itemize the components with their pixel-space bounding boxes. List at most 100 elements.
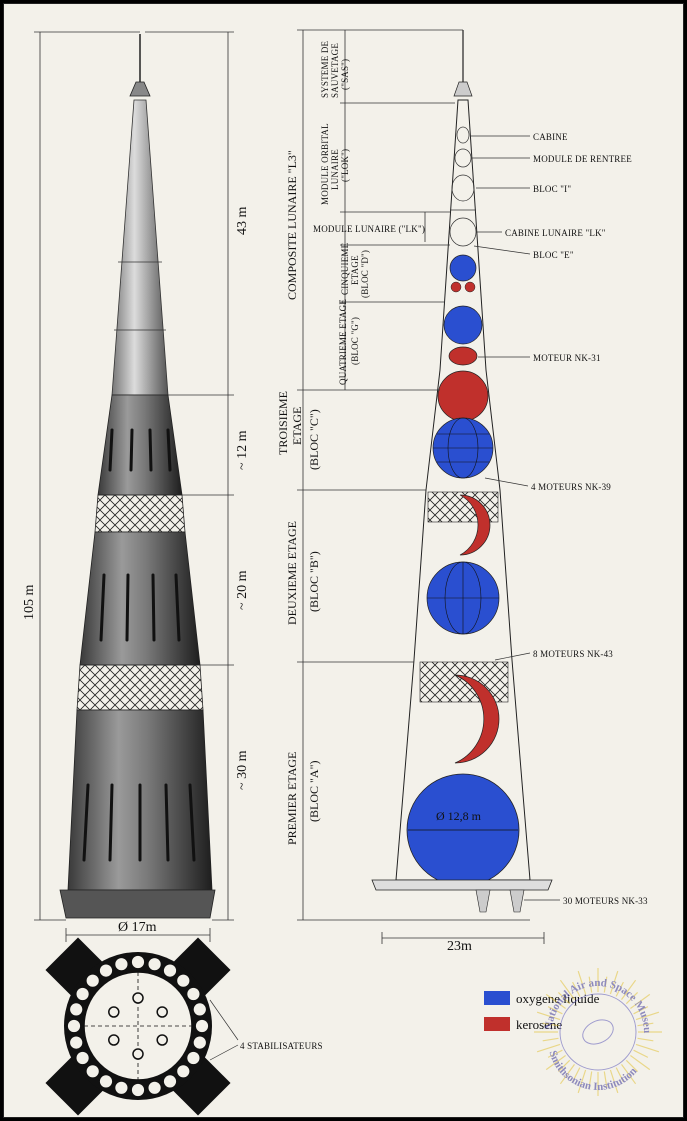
deuxieme-etage-label-1: DEUXIEME ETAGE: [285, 521, 299, 625]
cinquieme-etage-label-3: (BLOC "D"): [360, 250, 370, 298]
bloc-i-label: BLOC "I": [533, 184, 571, 194]
bloc-d-kerosene-tank-right: [464, 281, 476, 293]
moteur-nk31-label: MOTEUR NK-31: [533, 353, 601, 363]
module-lunaire-lk-label: MODULE LUNAIRE ("LK"): [313, 224, 425, 234]
escape-rocket-fins: [129, 81, 151, 97]
height-12m-label: ~ 12 m: [235, 430, 250, 470]
height-43m-label: 43 m: [235, 207, 250, 236]
moteurs-nk33-label: 30 MOTEURS NK-33: [563, 896, 648, 906]
sun-ray: [545, 993, 566, 1009]
watermark-sun-rays: [534, 968, 662, 1096]
base-width-label: 23m: [447, 939, 472, 954]
upper-internals: [449, 126, 477, 247]
inner-engine-nozzle: [156, 1034, 168, 1046]
sun-ray: [615, 981, 624, 997]
inner-engine-nozzle: [108, 1006, 120, 1018]
sas-label-3: ("SAS"): [340, 59, 350, 90]
sun-ray: [557, 991, 571, 1005]
total-height-label: 105 m: [22, 585, 37, 621]
outer-engine-nozzle: [147, 957, 162, 972]
premier-etage-label-2: (BLOC "A"): [307, 761, 321, 822]
height-30m-label: ~ 30 m: [235, 750, 250, 790]
sun-ray: [559, 1064, 575, 1085]
bloc-d-lox-tank: [449, 254, 477, 282]
outer-engine-nozzle: [192, 1035, 207, 1050]
sun-ray: [542, 1037, 559, 1042]
outer-engine-nozzle: [67, 1019, 81, 1033]
upper-stage-fairing: [111, 99, 169, 396]
truss-b-a: [419, 661, 509, 703]
outer-engine-nozzle: [114, 1080, 129, 1095]
inner-engine-nozzle: [108, 1034, 120, 1046]
sun-ray: [577, 1069, 587, 1094]
tank-diameter-label: Ø 12,8 m: [436, 809, 482, 823]
outer-engine-nozzle: [163, 1074, 177, 1089]
callout-leaders: [470, 135, 560, 901]
stage-fairings: [82, 428, 196, 862]
bloc-e-label: BLOC "E": [533, 250, 574, 260]
outer-engine-nozzle: [85, 973, 100, 988]
bloc-c-kerosene-tank: [437, 370, 489, 422]
outer-engine-nozzle: [131, 955, 145, 969]
cinquieme-etage-label-2: ETAGE: [350, 255, 360, 285]
quatrieme-etage-label-1: QUATRIEME ETAGE: [338, 299, 348, 385]
sun-ray: [536, 1043, 561, 1053]
composite-lunaire-label: COMPOSITE LUNAIRE "L3": [285, 150, 299, 300]
bloc-g-kerosene-tank: [448, 346, 478, 366]
inner-engine-nozzle: [156, 1006, 168, 1018]
nk33-engines: [475, 889, 525, 913]
cutaway-base-skirt: [371, 879, 553, 891]
inner-engines: [108, 992, 168, 1060]
legend-swatch-lox: [484, 991, 510, 1005]
bloc-d-kerosene-tank-left: [450, 281, 462, 293]
sun-ray: [603, 976, 608, 993]
left-rocket: 105 m 43 m ~ 12 m ~ 20 m ~ 30 m Ø 17m: [22, 31, 250, 942]
sun-ray: [633, 1006, 649, 1015]
sun-ray: [635, 1043, 660, 1053]
lok-label-1: MODULE ORBITAL: [320, 123, 330, 205]
interstage-truss-1: [94, 494, 186, 533]
outer-engine-nozzle: [186, 987, 201, 1001]
stabilisateurs-label: 4 STABILISATEURS: [240, 1041, 323, 1051]
troisieme-etage-label-1: TROISIEME: [276, 391, 290, 455]
outer-engine-nozzle: [176, 973, 191, 988]
moteurs-nk39-label: 4 MOTEURS NK-39: [531, 482, 611, 492]
sun-ray: [536, 1011, 561, 1021]
sas-label-2: SAUVETAGE: [330, 43, 340, 98]
sun-ray: [625, 991, 639, 1005]
sun-ray: [547, 1049, 563, 1058]
quatrieme-etage-label-2: (BLOC "G"): [350, 317, 360, 365]
base-diameter-label: Ø 17m: [118, 920, 157, 935]
outer-engine-nozzle: [75, 987, 90, 1001]
watermark-seal-ring: [559, 993, 637, 1071]
sun-ray: [621, 979, 637, 1000]
sun-ray: [635, 1011, 660, 1021]
sun-ray: [630, 1055, 651, 1071]
bloc-a-kerosene-tank: [454, 674, 500, 764]
outer-engine-nozzle: [99, 963, 113, 978]
outer-engine-nozzle: [192, 1002, 207, 1017]
cinquieme-etage-label-1: CINQUIEME: [340, 242, 350, 295]
sun-ray: [609, 1069, 619, 1094]
sun-ray: [630, 993, 651, 1009]
left-dimension-lines: [34, 31, 234, 942]
sun-ray: [545, 1055, 566, 1071]
cabine-label: CABINE: [533, 132, 568, 142]
sun-ray: [633, 1049, 649, 1058]
watermark-seal-emblem: [582, 1019, 614, 1045]
sun-ray: [621, 1064, 637, 1085]
sun-ray: [547, 1006, 563, 1015]
inner-engine-nozzle: [132, 992, 144, 1004]
sun-ray: [637, 1022, 654, 1027]
inner-engine-nozzle: [132, 1048, 144, 1060]
troisieme-etage-label-2: ETAGE: [290, 407, 304, 445]
outer-engine-nozzle: [131, 1083, 145, 1097]
sun-ray: [557, 1059, 571, 1073]
height-20m-label: ~ 20 m: [235, 570, 250, 610]
right-rocket: Ø 12,8 m COMPOSITE LUNAIRE "L3": [276, 29, 648, 954]
sun-ray: [572, 981, 581, 997]
legend: oxygene liquide kerosene: [484, 991, 600, 1032]
sun-ray: [625, 1059, 639, 1073]
